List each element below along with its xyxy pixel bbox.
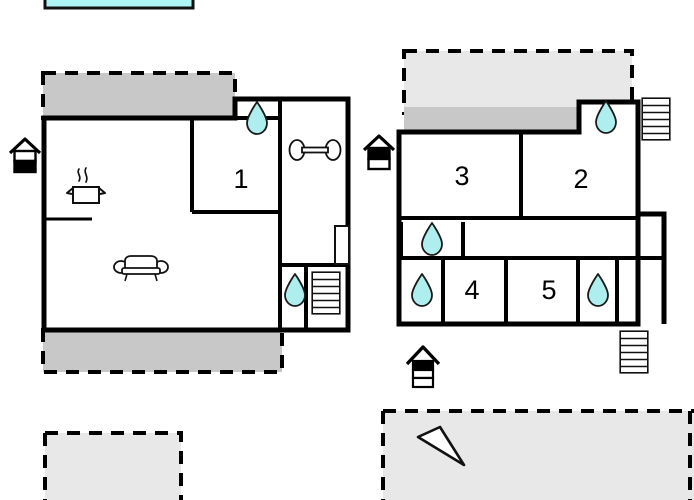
- room-label-3: 3: [454, 161, 469, 191]
- stairs-icon: [641, 97, 671, 141]
- left-cabinet-box: [334, 225, 350, 265]
- plot-shape-triangle: [416, 425, 466, 467]
- left-terrace-upper: [41, 71, 237, 120]
- room-label-2: 2: [573, 164, 588, 194]
- pool-strip: [43, 0, 195, 10]
- left-building-body: [44, 99, 348, 330]
- entrance-house-icon: [406, 345, 440, 389]
- stairs-icon: [311, 271, 341, 315]
- room-label-1: 1: [233, 164, 248, 194]
- right-interior-walls: [399, 102, 664, 324]
- left-floor-plan: 1: [8, 71, 351, 500]
- north-indicator-house: [8, 137, 42, 174]
- north-indicator-house: [362, 134, 396, 171]
- right-plot-lower: [381, 409, 694, 500]
- right-terrace-band: [404, 107, 579, 132]
- right-floor-plan: 3 2 4 5: [362, 49, 694, 500]
- room-label-4: 4: [464, 275, 479, 305]
- left-terrace-lower: [41, 328, 284, 374]
- left-plot-outline: [43, 431, 183, 500]
- stairs-icon: [619, 330, 649, 374]
- room-label-5: 5: [541, 275, 556, 305]
